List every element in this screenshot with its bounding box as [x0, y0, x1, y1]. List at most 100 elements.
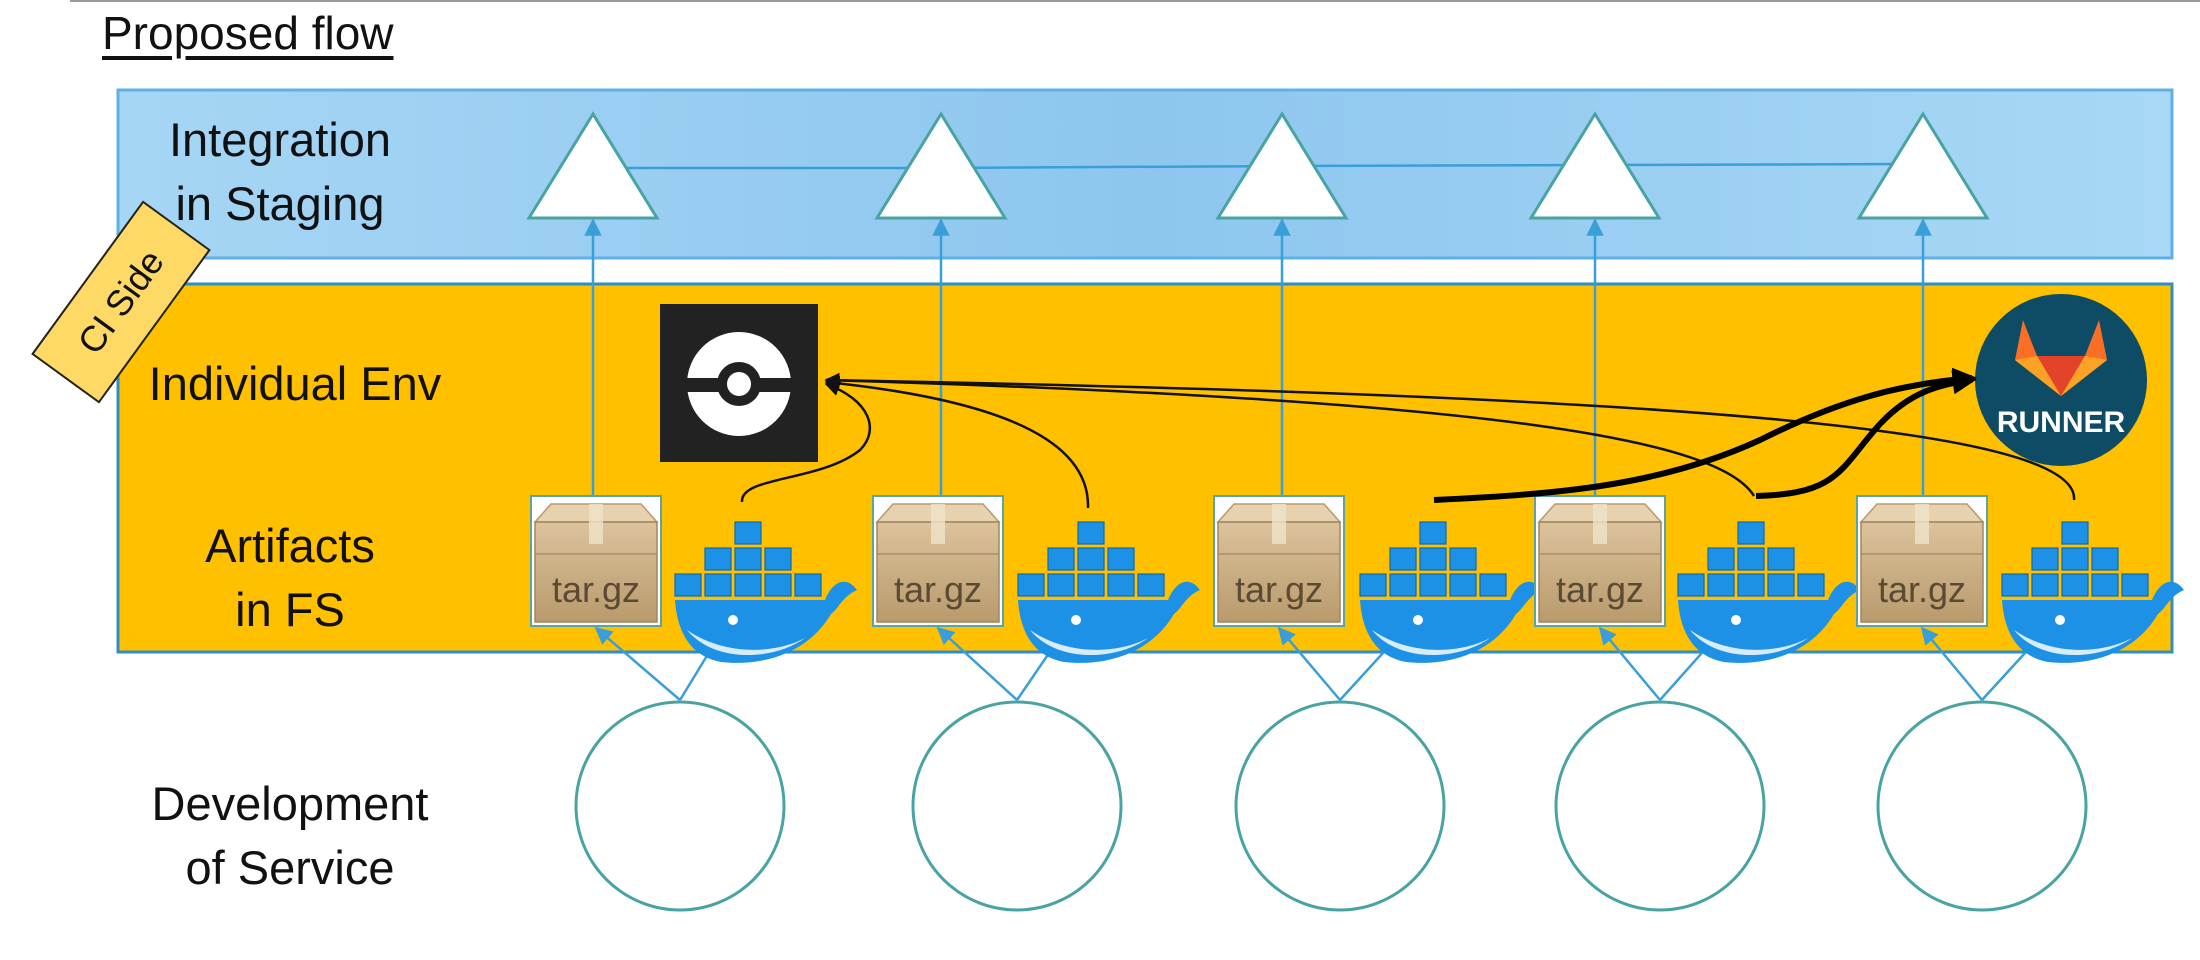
dev-circle-1 — [574, 700, 786, 912]
container-block — [2061, 547, 2089, 571]
dev-circle-5 — [1876, 700, 2088, 912]
whale-eye — [1071, 615, 1081, 625]
container-block — [1137, 573, 1165, 597]
container-block — [1389, 573, 1417, 597]
runner-fox-left — [2015, 356, 2061, 396]
artifact-label: tar.gz — [552, 569, 640, 610]
whale-belly — [1690, 630, 1808, 656]
container-block — [1737, 573, 1765, 597]
artifact-label: tar.gz — [894, 569, 982, 610]
container-block — [734, 573, 762, 597]
container-block — [2061, 521, 2089, 545]
pull-curve-3 — [824, 372, 1756, 497]
artifact-box-5: tar.gz — [1856, 495, 1988, 627]
row-label-development: Development of Service — [151, 777, 429, 894]
container-block — [1017, 573, 1045, 597]
arrow-dev-to-artifact-3 — [1277, 626, 1341, 701]
whale-belly — [2014, 630, 2132, 656]
arrow-dev-to-artifact-5 — [1920, 626, 1983, 701]
row-label-staging: Integration in Staging — [168, 113, 392, 230]
container-block — [1767, 573, 1795, 597]
container-block — [674, 573, 702, 597]
dev-circle-4 — [1554, 700, 1766, 912]
staging-triangle-3 — [1215, 111, 1349, 220]
container-block — [1419, 521, 1447, 545]
pull-curve-1 — [740, 381, 871, 503]
box-tape — [931, 504, 945, 544]
whale-body — [1018, 581, 1200, 663]
container-block — [704, 573, 732, 597]
container-block — [2001, 573, 2029, 597]
staging-triangle-5 — [1856, 111, 1990, 220]
container-block — [1707, 573, 1735, 597]
pull-curve-4 — [824, 372, 2076, 501]
box-tape — [1915, 504, 1929, 544]
container-block — [1767, 547, 1795, 571]
row-label-individual-env: Individual Env — [148, 357, 442, 410]
whale-body — [2002, 581, 2184, 663]
runner-label: RUNNER — [1997, 406, 2126, 439]
artifact-label: tar.gz — [1235, 569, 1323, 610]
whale-eye — [1731, 615, 1741, 625]
staging-band — [116, 88, 2174, 260]
container-block — [1677, 573, 1705, 597]
container-block — [734, 547, 762, 571]
container-block — [2091, 573, 2119, 597]
pull-curve-2 — [824, 375, 1090, 509]
row-label-artifacts: Artifacts in FS — [205, 519, 375, 636]
whale-body — [1678, 581, 1860, 663]
docker-image-3 — [1359, 521, 1542, 663]
artifact-label: tar.gz — [1556, 569, 1644, 610]
box-tape — [589, 504, 603, 544]
container-block — [1389, 547, 1417, 571]
runner-fox-right — [2061, 356, 2107, 396]
container-block — [1419, 547, 1447, 571]
arrow-dev-to-artifact-1 — [594, 626, 681, 701]
container-block — [2061, 573, 2089, 597]
container-block — [1737, 547, 1765, 571]
staging-triangle-1 — [526, 111, 660, 220]
container-block — [1419, 573, 1447, 597]
container-block — [1077, 547, 1105, 571]
container-block — [1449, 547, 1477, 571]
container-block — [1077, 573, 1105, 597]
runner-fox-center — [2037, 356, 2085, 396]
docker-image-5 — [2001, 521, 2184, 663]
container-block — [2031, 573, 2059, 597]
container-block — [764, 573, 792, 597]
box-tape — [1272, 504, 1286, 544]
container-block — [704, 547, 732, 571]
box-tape — [1593, 504, 1607, 544]
staging-triangle-4 — [1528, 111, 1662, 220]
dev-circle-2 — [911, 700, 1123, 912]
artifact-box-2: tar.gz — [872, 495, 1004, 627]
docker-image-2 — [1017, 521, 1200, 663]
container-block — [764, 547, 792, 571]
container-block — [1707, 547, 1735, 571]
arrow-dev-to-artifact-2 — [936, 626, 1018, 701]
whale-eye — [1413, 615, 1423, 625]
whale-body — [1360, 581, 1542, 663]
registry-logo-icon — [660, 304, 818, 462]
artifact-box-4: tar.gz — [1534, 495, 1666, 627]
top-divider — [70, 0, 2200, 2]
container-block — [1479, 573, 1507, 597]
container-block — [1449, 573, 1477, 597]
container-block — [2121, 573, 2149, 597]
container-block — [1047, 573, 1075, 597]
docker-image-4 — [1677, 521, 1860, 663]
whale-belly — [687, 630, 805, 656]
whale-belly — [1372, 630, 1490, 656]
container-block — [1737, 521, 1765, 545]
container-block — [1077, 521, 1105, 545]
container-block — [1107, 547, 1135, 571]
artifact-box-1: tar.gz — [530, 495, 662, 627]
runner-flow-1 — [1433, 367, 1977, 503]
slide-title: Proposed flow — [102, 7, 394, 59]
runner-flow-2 — [1755, 370, 1977, 499]
whale-body — [675, 581, 857, 663]
container-block — [1047, 547, 1075, 571]
staging-triangle-2 — [874, 111, 1008, 220]
